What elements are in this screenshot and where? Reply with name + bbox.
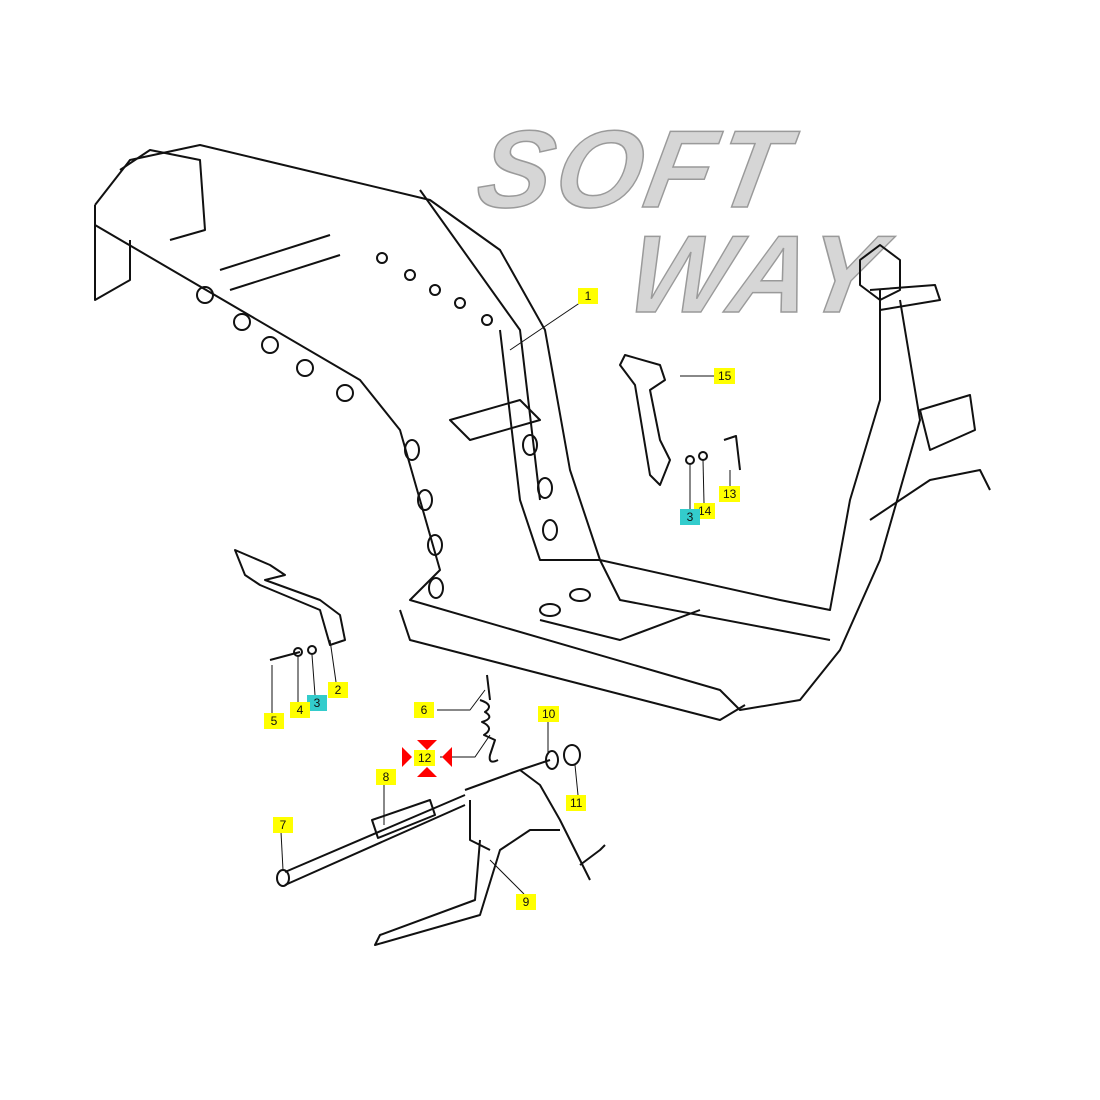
callout-2[interactable]: 2: [328, 682, 348, 698]
callout-8[interactable]: 8: [376, 769, 396, 785]
washer-10: [545, 750, 559, 770]
callout-5[interactable]: 5: [264, 713, 284, 729]
callout-11[interactable]: 11: [566, 795, 587, 811]
pin-7: [284, 794, 466, 886]
callout-10[interactable]: 10: [538, 706, 560, 722]
bushing-11: [563, 744, 581, 766]
callout-6[interactable]: 6: [414, 702, 434, 718]
frame-rail-lower: [94, 224, 921, 711]
callout-12[interactable]: 12: [414, 750, 436, 766]
callout-13[interactable]: 13: [719, 486, 741, 502]
callout-3-right[interactable]: 3: [680, 509, 700, 525]
spring-6: [479, 674, 499, 763]
tube-8: [371, 799, 436, 839]
leader-lines: [271, 295, 731, 895]
callout-15[interactable]: 15: [714, 368, 736, 384]
callout-7[interactable]: 7: [273, 817, 293, 833]
callout-3-left[interactable]: 3: [307, 695, 327, 711]
callout-1[interactable]: 1: [578, 288, 598, 304]
callout-9[interactable]: 9: [516, 894, 536, 910]
center-stand-9: [374, 769, 606, 946]
bracket-2: [234, 549, 346, 646]
bracket-15: [619, 354, 671, 486]
frame-holes: [196, 252, 591, 617]
highlight-arrows-12: [402, 740, 452, 777]
callout-4[interactable]: 4: [290, 702, 310, 718]
frame-rail-upper: [94, 144, 881, 611]
